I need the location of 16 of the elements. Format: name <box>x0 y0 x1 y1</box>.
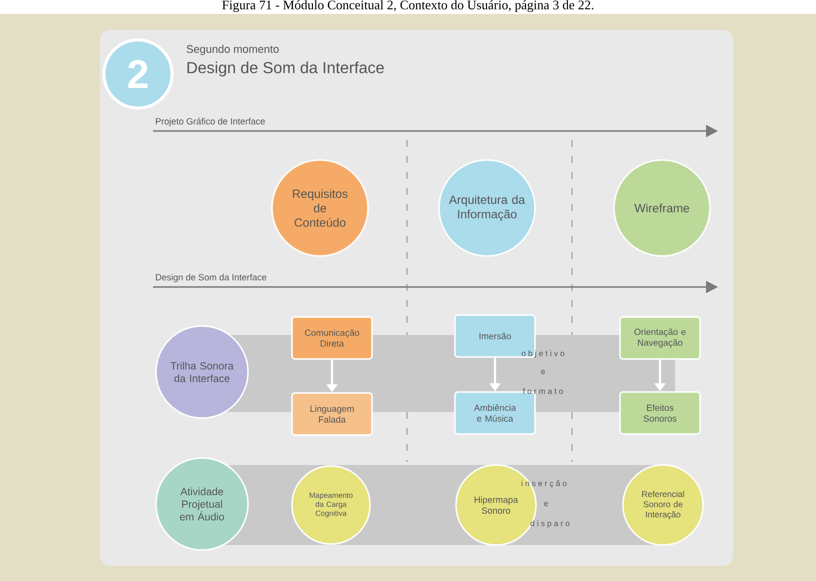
caption: Figura 71 - Módulo Conceitual 2, Contexto do Usuário, página 3 de 22. <box>222 0 594 12</box>
axis-label: Projeto Gráfico de Interface <box>156 118 265 126</box>
subtitle: Segundo momento <box>186 44 279 56</box>
process-box: Comunicação Direta <box>291 316 373 360</box>
spaced-label: d i s p a r o <box>530 520 570 528</box>
spaced-label: f o r m a t o <box>522 388 563 394</box>
process-box: Efeitos Sonoros <box>619 391 701 435</box>
spaced-label: i n s e r ç ã o <box>522 480 567 488</box>
spaced-label: e <box>544 502 548 506</box>
number-badge: 2 <box>102 38 174 110</box>
process-box: Linguagem Falada <box>291 392 373 436</box>
title: Design de Som da Interface <box>188 62 384 76</box>
spaced-label: o b j e t i v o <box>522 350 564 358</box>
spaced-label: e <box>541 370 545 374</box>
process-box: Orientação e Navegação <box>619 316 701 360</box>
axis-label: Design de Som da Interface <box>156 274 266 282</box>
